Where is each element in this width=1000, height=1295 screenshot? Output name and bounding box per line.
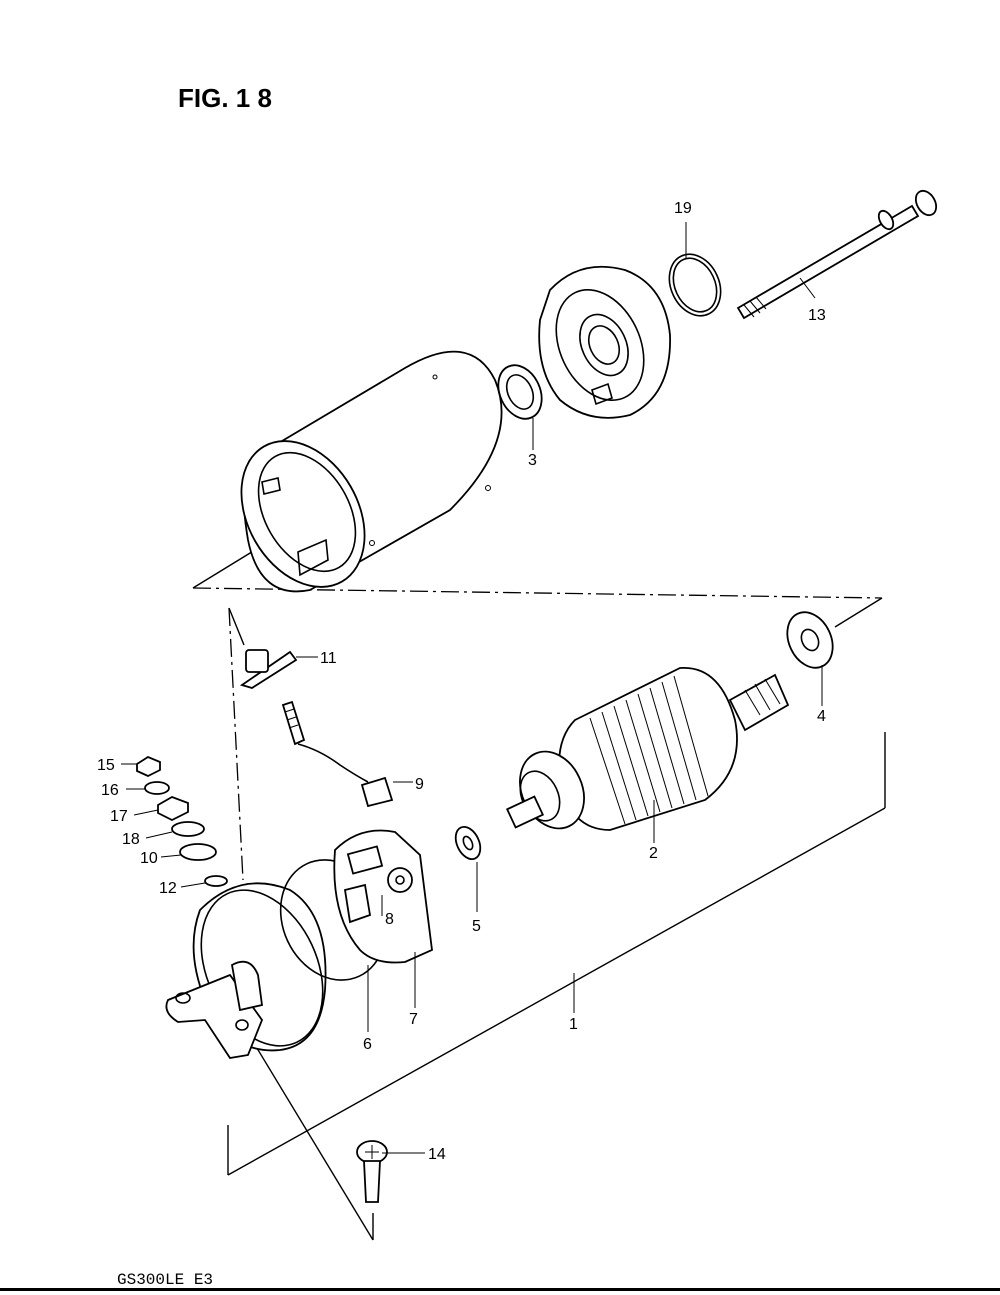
- callout-19: 19: [674, 200, 692, 217]
- callout-17: 17: [110, 808, 128, 825]
- callout-11: 11: [320, 650, 337, 667]
- brush-lead: [281, 700, 394, 808]
- callout-15: 15: [97, 757, 115, 774]
- terminal-insulator: [239, 649, 298, 689]
- callout-16: 16: [101, 782, 119, 799]
- callout-14: 14: [428, 1146, 446, 1163]
- assembly-outline: [192, 549, 886, 1241]
- callout-4: 4: [817, 708, 826, 725]
- callout-9: 9: [415, 776, 424, 793]
- callout-8: 8: [385, 911, 394, 928]
- washer: [454, 826, 482, 860]
- rear-end-cover: [165, 882, 327, 1059]
- callout-18: 18: [122, 831, 140, 848]
- through-bolt: [736, 189, 938, 320]
- o-ring: [668, 253, 722, 317]
- callout-6: 6: [363, 1036, 372, 1053]
- front-end-cover: [538, 265, 671, 419]
- leader-lines: [121, 222, 823, 1154]
- callout-5: 5: [472, 918, 481, 935]
- callout-1: 1: [569, 1016, 578, 1033]
- figure-title: FIG. 1 8: [178, 83, 272, 113]
- oil-seal: [497, 364, 543, 420]
- screw: [356, 1140, 388, 1203]
- callout-12: 12: [159, 880, 177, 897]
- armature-core-stripes: [589, 675, 709, 825]
- callout-2: 2: [649, 845, 658, 862]
- callout-13: 13: [808, 307, 826, 324]
- callout-7: 7: [409, 1011, 418, 1028]
- brush-plate: [333, 829, 433, 964]
- thrust-washer: [786, 611, 834, 669]
- callout-10: 10: [140, 850, 158, 867]
- callout-3: 3: [528, 452, 537, 469]
- bottom-rule: [0, 1288, 1000, 1291]
- footer-code: GS300LE E3: [117, 1271, 213, 1289]
- yoke-housing: [240, 350, 503, 593]
- callouts: 1 2 3 4 5 6 7 8 9 10 11 12 13 14 15 16 1…: [97, 200, 826, 1163]
- armature: [505, 667, 790, 831]
- terminal-hardware: [136, 755, 228, 887]
